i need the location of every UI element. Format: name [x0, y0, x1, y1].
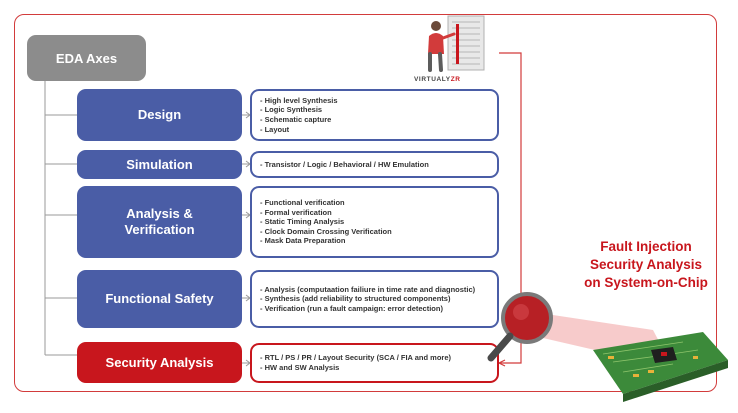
description-item: Schematic capture — [260, 115, 489, 125]
description-item: Mask Data Preparation — [260, 236, 489, 246]
callout-line2: Security Analysis — [589, 257, 703, 272]
description-item: RTL / PS / PR / Layout Security (SCA / F… — [260, 353, 489, 363]
description-item: Verification (run a fault campaign: erro… — [260, 304, 489, 314]
category-label-line2: Verification — [124, 222, 195, 237]
category-analysis-verification: Analysis & Verification — [77, 186, 242, 258]
category-functional-safety: Functional Safety — [77, 270, 242, 328]
root-label: EDA Axes — [55, 50, 118, 66]
category-label: Design — [137, 107, 182, 122]
description-item: High level Synthesis — [260, 96, 489, 106]
category-label: Functional Safety — [105, 291, 214, 306]
description-item: Clock Domain Crossing Verification — [260, 227, 489, 237]
description-item: Synthesis (add reliability to structured… — [260, 294, 489, 304]
engineer-server-illustration — [428, 15, 485, 72]
magnifier-circuit-board-illustration — [487, 292, 728, 402]
description-design: High level Synthesis Logic Synthesis Sch… — [250, 89, 499, 141]
outer-frame — [14, 14, 717, 392]
description-item: Logic Synthesis — [260, 105, 489, 115]
category-label: Simulation — [126, 156, 193, 172]
callout-line1: Fault Injection — [600, 239, 692, 254]
description-simulation: Transistor / Logic / Behavioral / HW Emu… — [250, 151, 499, 178]
description-item: HW and SW Analysis — [260, 363, 489, 373]
callout-line3: on System-on-Chip — [584, 275, 708, 290]
brand-logo: VIRTUALYZR — [414, 76, 461, 83]
description-item: Analysis (computaation failiure in time … — [260, 285, 489, 295]
category-simulation: Simulation — [77, 150, 242, 179]
description-item: Static Timing Analysis — [260, 217, 489, 227]
description-item: Transistor / Logic / Behavioral / HW Emu… — [260, 160, 489, 170]
category-design: Design — [77, 89, 242, 141]
category-label: Security Analysis — [105, 354, 214, 370]
category-security-analysis: Security Analysis — [77, 342, 242, 383]
description-security-analysis: RTL / PS / PR / Layout Security (SCA / F… — [250, 343, 499, 383]
root-node: EDA Axes — [27, 35, 146, 81]
description-item: Functional verification — [260, 198, 489, 208]
description-functional-safety: Analysis (computaation failiure in time … — [250, 270, 499, 328]
category-label-line1: Analysis & — [126, 206, 193, 221]
description-item: Layout — [260, 125, 489, 135]
fault-injection-callout: Fault Injection Security Analysis on Sys… — [560, 238, 732, 292]
description-analysis-verification: Functional verification Formal verificat… — [250, 186, 499, 258]
description-item: Formal verification — [260, 208, 489, 218]
